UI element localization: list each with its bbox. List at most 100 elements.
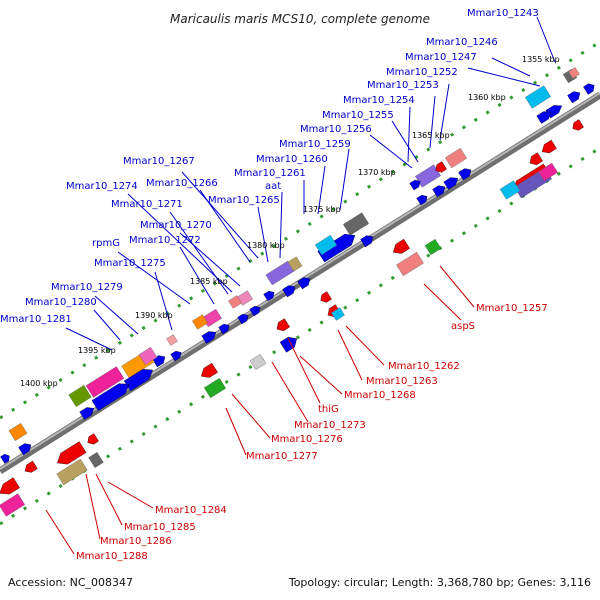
kbp-scale: 1355 kbp 1360 kbp 1365 kbp 1370 kbp 1375… [20, 55, 560, 388]
gene-feature [393, 238, 410, 254]
leader-line [65, 327, 113, 351]
gene-feature [536, 111, 552, 124]
leader-line [225, 407, 247, 456]
leader-line [287, 337, 321, 404]
gene-label: Mmar10_1273 [294, 420, 366, 431]
kbp-tick: 1360 kbp [468, 93, 506, 102]
gene-label: Mmar10_1261 [234, 168, 306, 179]
gene-feature [541, 139, 557, 154]
gene-feature [444, 147, 468, 169]
gene-feature [249, 353, 267, 371]
gene-label: Mmar10_1265 [208, 195, 280, 206]
dotted-track-line [0, 146, 600, 526]
gene-label: Mmar10_1247 [405, 52, 477, 63]
gene-label: Mmar10_1286 [100, 536, 172, 547]
leader-line [181, 171, 259, 259]
kbp-tick: 1370 kbp [358, 168, 396, 177]
kbp-tick: 1400 kbp [20, 379, 58, 388]
gene-features [0, 67, 595, 517]
gene-feature [416, 194, 428, 206]
leader-line [154, 271, 173, 331]
leader-line [169, 211, 229, 295]
gene-feature [297, 277, 311, 290]
gene-label: Mmar10_1256 [300, 124, 372, 135]
kbp-tick: 1385 kbp [190, 277, 228, 286]
gene-label: Mmar10_1272 [129, 235, 201, 246]
kbp-tick: 1365 kbp [412, 131, 450, 140]
label-leader-lines [45, 16, 556, 555]
leader-line [345, 325, 385, 366]
leader-line [107, 481, 154, 509]
leader-line [257, 206, 269, 263]
leader-line [369, 134, 413, 169]
leader-line [231, 393, 271, 439]
gene-feature [567, 91, 581, 104]
gene-feature [279, 336, 297, 353]
forward-gene-labels: Mmar10_1243 Mmar10_1246 Mmar10_1247 Mmar… [0, 8, 539, 325]
gene-feature [68, 385, 92, 407]
gene-feature [263, 290, 275, 302]
gene-label: Mmar10_1257 [476, 303, 548, 314]
gene-feature [249, 305, 261, 317]
gene-feature [201, 331, 217, 344]
gene-label: Mmar10_1253 [367, 80, 439, 91]
accession-text: Accession: NC_008347 [8, 576, 133, 589]
gene-feature [538, 162, 558, 182]
leader-line [93, 309, 121, 341]
leader-line [407, 106, 411, 163]
gene-feature [320, 291, 332, 303]
gene-label: Mmar10_1252 [386, 67, 458, 78]
gene-feature [57, 441, 87, 465]
gene-label: Mmar10_1281 [0, 314, 72, 325]
gene-label: Mmar10_1266 [146, 178, 218, 189]
map-title: Maricaulis maris MCS10, complete genome [170, 12, 430, 26]
gene-label: Mmar10_1243 [467, 8, 539, 19]
gene-feature [192, 314, 208, 330]
gene-feature [458, 168, 472, 181]
gene-feature [166, 334, 178, 346]
gene-feature [435, 161, 447, 173]
leader-line [317, 165, 326, 215]
leader-line [179, 232, 241, 287]
gene-feature [276, 318, 290, 332]
leader-line [337, 329, 363, 381]
gene-label: Mmar10_1279 [51, 282, 123, 293]
gene-feature [282, 285, 296, 298]
gene-feature [525, 85, 551, 109]
kbp-tick: 1380 kbp [247, 241, 285, 250]
gene-feature [396, 251, 424, 277]
gene-feature [87, 433, 99, 445]
gene-label: Mmar10_1263 [366, 376, 438, 387]
leader-line [429, 95, 436, 149]
gene-feature [317, 233, 356, 263]
leader-line [439, 265, 475, 308]
leader-line [536, 16, 556, 63]
gene-feature [360, 235, 374, 248]
leader-line [85, 473, 101, 540]
gene-feature [314, 234, 338, 256]
gene-feature [228, 295, 242, 309]
gene-feature [138, 346, 158, 366]
leader-line [271, 361, 309, 423]
leader-line [45, 509, 75, 555]
gene-feature [170, 350, 182, 362]
gene-label: Mmar10_1268 [344, 390, 416, 401]
leader-line [95, 473, 123, 526]
kbp-tick: 1355 kbp [522, 55, 560, 64]
gene-feature [8, 422, 28, 442]
gene-feature [568, 67, 580, 79]
gene-feature [287, 256, 303, 272]
leader-line [94, 295, 139, 335]
gene-feature [499, 180, 521, 200]
gene-label: Mmar10_1285 [124, 522, 196, 533]
gene-feature [432, 185, 446, 198]
leader-line [467, 67, 541, 87]
leader-line [391, 120, 419, 163]
gene-feature [201, 362, 218, 378]
gene-feature [409, 179, 421, 191]
gene-feature [343, 212, 369, 236]
leader-line [339, 148, 350, 211]
gene-feature [79, 407, 95, 420]
kbp-tick: 1395 kbp [78, 346, 116, 355]
